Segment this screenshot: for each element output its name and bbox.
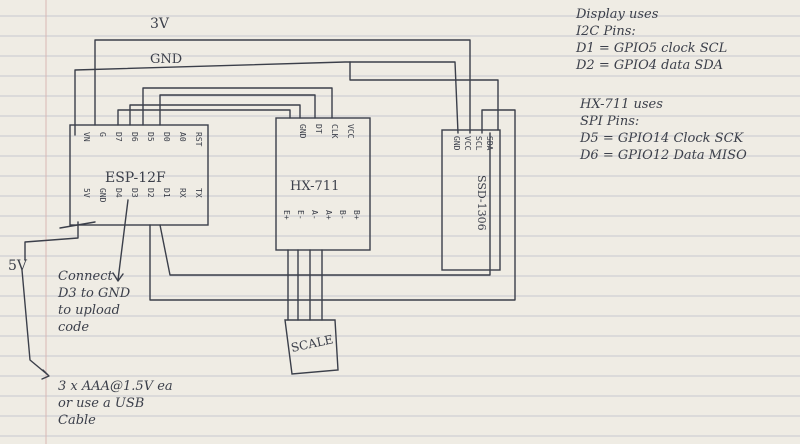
note-line: D6 = GPIO12 Data MISO [580,148,747,163]
note-line: Cable [58,413,96,428]
hx711-module: GND DT CLK VCC E+ E- A- A+ B- B+ HX-711 [275,117,371,251]
esp-pin-label: A0 [178,132,187,142]
note-line: D1 = GPIO5 clock SCL [576,41,728,56]
hx711-pin-label: CLK [330,124,339,139]
hx711-pin-label: B- [338,210,347,220]
label-3v: 3V [150,16,170,32]
label-gnd: GND [150,52,182,67]
wire-display-data [159,132,491,276]
esp-label: ESP-12F [105,170,166,186]
hx711-pin-label: E+ [282,210,291,220]
label-5v: 5V [8,258,28,274]
arrow-battery [21,269,50,380]
esp-pin-label: 5V [82,188,91,198]
hx711-pin-label: E- [296,210,305,220]
ssd1306-pin-label: SDA [485,136,494,151]
hx711-pin-label: GND [298,124,307,139]
wire-esp-d0 [142,87,333,126]
esp-pin-label: D3 [130,188,139,198]
esp-pin-label: GND [98,188,107,203]
wire-gnd [74,61,459,136]
esp-pin-label: D0 [162,132,171,142]
note-line: I2C Pins: [576,24,636,39]
wire-display-power [349,61,499,131]
ssd1306-pin-label: VCC [463,136,472,151]
ssd1306-pin-label: SCL [474,136,483,151]
note-line: SPI Pins: [580,114,640,129]
esp-pin-label: TX [194,188,203,198]
spi-note: HX-711 uses SPI Pins: D5 = GPIO14 Clock … [580,96,747,164]
i2c-note: Display uses I2C Pins: D1 = GPIO5 clock … [576,6,727,74]
note-line: D3 to GND [58,286,131,301]
note-line: Connect [58,269,113,284]
hx711-pin-label: VCC [346,124,355,139]
note-line: code [58,320,90,335]
note-line: Display uses [576,7,659,22]
hx711-pin-label: DT [314,124,323,134]
hx711-pin-label: B+ [352,210,361,220]
esp-pin-label: D1 [162,188,171,198]
note-line: 3 x AAA@1.5V ea [58,379,173,394]
esp-pin-label: VN [82,132,91,142]
esp-pin-label: D5 [146,132,155,142]
hx711-label: HX-711 [290,179,339,194]
esp-pin-label: D6 [130,132,139,142]
wire-display-clock [149,109,516,301]
wire-esp-d5 [129,104,301,126]
esp-pin-label: G [98,132,107,137]
note-line: or use a USB [58,396,145,411]
esp12f-module: VN G D7 D6 D5 D0 A0 RST 5V GND D4 D3 D2 D1 RX TX ESP-1… [69,124,209,226]
note-line: to upload [58,303,120,318]
arrow-boot [112,199,129,282]
esp-pin-label: D4 [114,188,123,198]
esp-pin-label: D2 [146,188,155,198]
esp-pin-label: D7 [114,132,123,142]
battery-note: 3 x AAA@1.5V ea or use a USB Cable [58,378,173,429]
hx711-pin-label: A- [310,210,319,220]
hx711-pin-label: A+ [324,210,333,220]
wire-scale [287,249,323,321]
note-line: HX-711 uses [580,97,663,112]
note-line: D2 = GPIO4 data SDA [576,58,724,73]
note-line: D5 = GPIO14 Clock SCK [580,131,744,146]
boot-note: Connect D3 to GND to upload code [58,268,130,336]
wire-5v [24,221,79,261]
esp-pin-label: RX [178,188,187,198]
ssd1306-pin-label: GND [452,136,461,151]
wire-esp-d6 [117,109,291,126]
esp-pin-label: RST [194,132,203,147]
scale-block: SCALE [284,319,339,375]
wire-3v [94,39,471,134]
ssd1306-label: SSD-1306 [475,175,488,231]
